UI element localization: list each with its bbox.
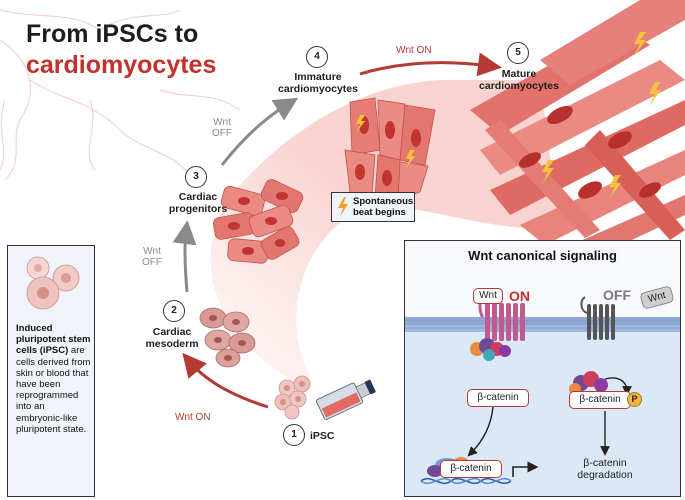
- cardiac-mesoderm-cells: [199, 307, 256, 368]
- cardiac-progenitor-cells: [212, 179, 304, 264]
- stage-1-label: iPSC: [310, 430, 335, 442]
- arrow-progenitors-to-immature: [220, 97, 299, 166]
- wnt-on-label-2: Wnt ON: [396, 45, 432, 56]
- differentiation-arc: [210, 80, 560, 385]
- beta-catenin-phosphorylated: β-catenin: [569, 391, 631, 409]
- wnt-signaling-panel: Wnt canonical signaling: [404, 240, 681, 497]
- ipsc-info-box: Induced pluripotent stem cells (iPSC) ar…: [7, 245, 95, 497]
- ipsc-description: Induced pluripotent stem cells (iPSC) ar…: [16, 323, 91, 435]
- phosphate-icon: P: [627, 392, 642, 407]
- wnt-off-label: OFF: [603, 287, 631, 303]
- ipsc-cluster: [274, 375, 311, 420]
- wnt-on-label: ON: [509, 288, 530, 304]
- beta-catenin-free: β-catenin: [467, 389, 529, 407]
- wnt-ligand-on: Wnt: [473, 288, 503, 304]
- mature-cardiomyocytes-cells: [470, 0, 685, 262]
- destruction-complex-on: [470, 338, 511, 361]
- arrow-complex-to-phospho: [604, 377, 632, 396]
- transcription-arrow: [512, 461, 539, 477]
- stage-4-number: 4: [306, 46, 328, 68]
- title-line-2: cardiomyocytes: [26, 51, 217, 79]
- arrow-bcat-to-nucleus: [467, 406, 494, 457]
- immature-cardiomyocytes-cells: [344, 97, 436, 201]
- arrow-mesoderm-to-progenitors: [172, 220, 197, 293]
- ipsc-cells-icon: [26, 256, 80, 310]
- frizzled-receptor-on: [478, 290, 525, 341]
- wnt-on-label-1: Wnt ON: [175, 412, 211, 423]
- stage-5-number: 5: [507, 42, 529, 64]
- title-line-1: From iPSCs to: [26, 20, 199, 48]
- stage-1-number: 1: [283, 424, 305, 446]
- lightning-icon: [338, 197, 348, 217]
- dna-strand: [420, 477, 512, 485]
- stage-3-number: 3: [185, 166, 207, 188]
- vessel-background: [0, 9, 241, 181]
- culture-flask-icon: [315, 379, 376, 421]
- beta-catenin-nuclear: β-catenin: [440, 460, 502, 478]
- wnt-panel-title: Wnt canonical signaling: [468, 248, 617, 263]
- arrow-ipsc-to-mesoderm: [182, 352, 269, 409]
- arrow-immature-to-mature: [359, 52, 502, 77]
- frizzled-receptor-off: [580, 296, 615, 340]
- stage-2-number: 2: [163, 300, 185, 322]
